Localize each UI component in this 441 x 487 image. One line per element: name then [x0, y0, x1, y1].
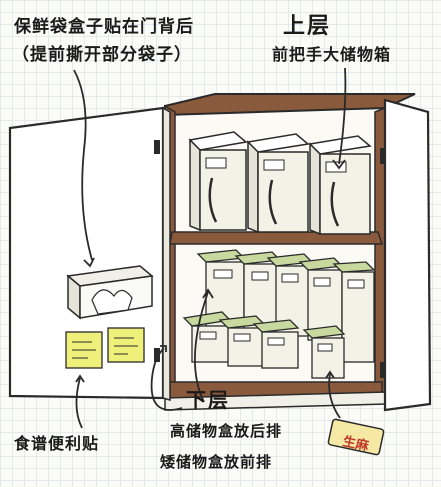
handle-icon [208, 177, 218, 223]
right-door [380, 98, 432, 412]
lower-front-boxes [182, 311, 346, 379]
arrow-icon [150, 347, 183, 411]
tissue-bag-icon [91, 289, 133, 315]
arrow-icon [328, 373, 341, 419]
arrow-icon [75, 374, 85, 383]
sticky-notes [65, 327, 145, 369]
hinge-icon [380, 148, 386, 164]
door-annotation-line1: 保鲜袋盒子贴在门背后 [14, 17, 194, 37]
short-box [302, 325, 346, 379]
upper-boxes [188, 131, 372, 236]
arrow-icon [202, 288, 214, 299]
recipe-notes-label: 食谱便利贴 [14, 434, 100, 453]
arrow-icon [75, 377, 83, 429]
upper-box [246, 133, 310, 234]
sticky-note [65, 331, 103, 369]
arrow-icon [73, 69, 93, 261]
arrow-icon [83, 257, 95, 268]
lower-layer-title: 下层 [186, 388, 230, 412]
upper-box [308, 135, 372, 236]
label-tag [327, 418, 385, 456]
lower-front-row-description: 矮储物盒放前排 [160, 453, 273, 471]
handle-icon [268, 179, 278, 225]
arrow-icon [160, 345, 167, 352]
bag-box [66, 265, 154, 320]
hinge-icon [154, 140, 160, 154]
upper-layer-title: 上层 [283, 14, 332, 39]
arrow-icon [325, 370, 335, 379]
upper-box [188, 131, 248, 232]
handle-icon [330, 181, 340, 227]
door-annotation-line2: （提前撕开部分袋子） [12, 45, 192, 65]
sticky-note [107, 327, 145, 363]
short-box [252, 319, 300, 369]
upper-layer-description: 前把手大储物箱 [272, 45, 392, 64]
lower-back-row-description: 高储物盒放后排 [170, 422, 283, 440]
left-door [8, 106, 171, 401]
tall-box [332, 261, 376, 363]
arrow-icon [332, 159, 346, 170]
short-box [218, 315, 266, 367]
hinge-icon [154, 348, 160, 362]
annotation-arrows [73, 67, 347, 429]
arrow-icon [338, 67, 347, 165]
arrow-icon [194, 291, 209, 403]
hinge-icon [380, 362, 386, 378]
